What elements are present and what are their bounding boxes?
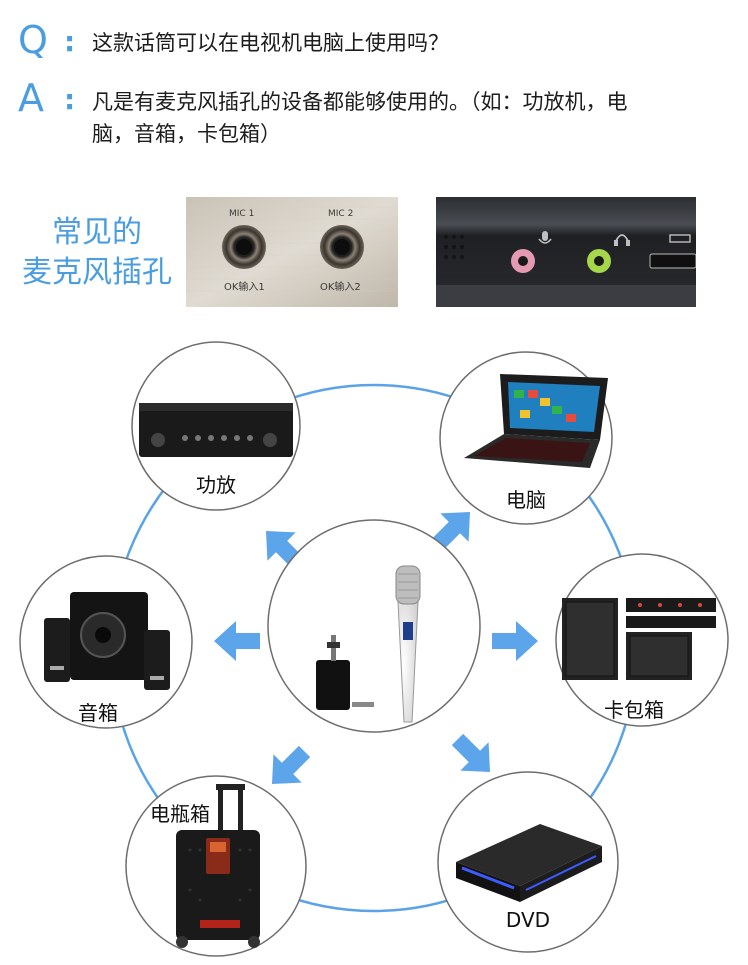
amplifier-label: 功放: [196, 473, 236, 497]
trolley-speaker-icon: [176, 784, 260, 948]
jack-heading-line-1: 常见的: [52, 215, 142, 250]
arrow-to-karaoke-box-icon: [492, 621, 538, 661]
hdmi-glyph-icon: [669, 234, 691, 243]
question-colon: :: [64, 25, 76, 58]
trolley-speaker-node: [125, 775, 307, 957]
laptop-icon: [464, 374, 608, 468]
ok2-label: OK输入2: [320, 280, 361, 293]
dvd-player-icon: [456, 824, 602, 902]
karaoke-box-icon: [562, 598, 716, 680]
computer-node: [439, 351, 613, 525]
wireless-microphone-icon: [316, 565, 421, 723]
speaker-icon: [44, 592, 170, 690]
center-node: [267, 519, 481, 733]
amplifier-mic-panel-photo: MIC 1 MIC 2 OK输入1 OK输入2: [186, 197, 398, 307]
headphone-glyph-icon: [614, 234, 630, 246]
answer-line-1: 凡是有麦克风插孔的设备都能够使用的。（如：功放机，电: [92, 90, 628, 114]
arrow-to-computer-icon: [431, 512, 470, 551]
jack-heading-line-2: 麦克风插孔: [22, 255, 172, 290]
mic1-label: MIC 1: [229, 209, 254, 219]
amplifier-icon: [139, 403, 293, 457]
arrow-to-speaker-icon: [214, 621, 260, 661]
answer-marker: A: [18, 76, 44, 120]
computer-label: 电脑: [506, 488, 546, 512]
amplifier-node: [131, 341, 301, 511]
karaoke-box-node: [555, 553, 729, 727]
arrow-to-dvd-icon: [451, 733, 490, 772]
trolley-speaker-label: 电瓶箱: [150, 802, 210, 826]
microphone-glyph-icon: [538, 231, 552, 244]
hdmi-port-icon: [649, 253, 696, 269]
speaker-node: [19, 555, 193, 729]
ok1-label: OK输入1: [224, 280, 265, 293]
dvd-label: DVD: [505, 908, 551, 932]
dvd-node: [437, 771, 619, 953]
compatibility-diagram: 功放 电脑 音箱 卡包箱 电瓶箱 DVD: [0, 330, 748, 961]
answer-colon: :: [64, 83, 76, 116]
mic2-label: MIC 2: [328, 209, 353, 219]
arrow-to-trolley-speaker-icon: [272, 745, 311, 784]
jack-heading: 常见的 麦克风插孔: [14, 213, 180, 293]
question-marker: Q: [18, 18, 48, 62]
laptop-ports-photo: [436, 197, 696, 307]
karaoke-box-label: 卡包箱: [604, 698, 664, 722]
speaker-label: 音箱: [78, 701, 118, 725]
question-text: 这款话筒可以在电视机电脑上使用吗？: [92, 31, 449, 55]
answer-line-2: 脑，音箱，卡包箱）: [92, 122, 281, 146]
